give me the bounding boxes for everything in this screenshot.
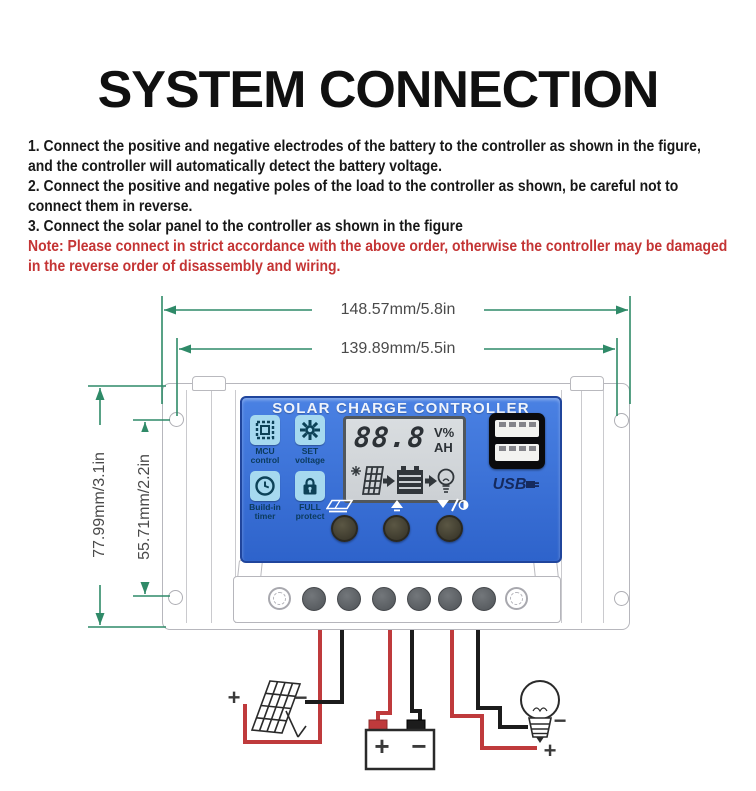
- badge-full-protect: FULL protect: [287, 471, 333, 522]
- case-tab: [570, 376, 604, 391]
- mcu-chip-icon: [250, 415, 280, 445]
- badge-label-line: FULL: [299, 502, 321, 512]
- usb-plug-icon: [526, 481, 540, 488]
- usb-logo-label: USB: [492, 476, 527, 493]
- battery-negative-terminal: [407, 587, 431, 611]
- solar-button[interactable]: [331, 515, 358, 542]
- battery-icon: [364, 719, 436, 771]
- badge-label-line: MCU: [255, 446, 275, 456]
- load-button[interactable]: [436, 515, 463, 542]
- badge-set-voltage: SET voltage: [287, 415, 333, 466]
- solar-negative-wire: [305, 620, 344, 704]
- solar-panel-lcd-icon: [361, 466, 385, 495]
- battery-lcd-icon: [397, 466, 423, 494]
- mounting-hole: [614, 413, 629, 428]
- mounting-hole: [614, 591, 629, 606]
- badge-label-line: control: [250, 455, 280, 466]
- strip-screw: [268, 587, 291, 610]
- solar-button-icon: [326, 499, 354, 513]
- controller-body: SOLAR CHARGE CONTROLLER MCU control: [162, 376, 630, 630]
- note-line: in the reverse order of disassembly and …: [28, 258, 341, 275]
- red-wires: [243, 620, 537, 750]
- battery-positive-terminal: [368, 719, 388, 731]
- load-button-icon: [437, 498, 469, 512]
- case-ridge: [186, 390, 187, 623]
- lcd-flow-icons: [351, 466, 455, 495]
- lcd-unit-volts-percent: V%: [434, 425, 455, 440]
- instruction-line: 2. Connect the positive and negative pol…: [28, 178, 679, 195]
- case-ridge: [581, 390, 582, 623]
- page-title: SYSTEM CONNECTION: [97, 61, 660, 119]
- panel-title: SOLAR CHARGE CONTROLLER: [272, 400, 530, 417]
- bulb-icon: [520, 680, 560, 743]
- padlock-icon: [295, 471, 325, 501]
- mounting-hole: [168, 590, 183, 605]
- load-negative-terminal: [472, 587, 496, 611]
- outer-height-dimension: 77.99mm/3.1in: [90, 425, 110, 585]
- outer-width-dimension: 148.57mm/5.8in: [312, 300, 484, 320]
- case-ridge: [603, 390, 604, 623]
- load-negative-wire: [476, 620, 528, 729]
- load-positive-terminal: [438, 587, 462, 611]
- badge-label-line: timer: [254, 511, 276, 522]
- up-button[interactable]: [383, 515, 410, 542]
- inner-height-dimension: 55.71mm/2.2in: [135, 432, 155, 582]
- instructions: 1. Connect the positive and negative ele…: [28, 137, 701, 237]
- strip-screw: [505, 587, 528, 610]
- badge-label-line: protect: [295, 511, 325, 522]
- badge-label-line: SET: [301, 446, 319, 456]
- solar-positive-wire: [243, 620, 322, 744]
- front-panel: SOLAR CHARGE CONTROLLER MCU control: [240, 396, 562, 563]
- gear-icon: [295, 415, 325, 445]
- usb-port: [495, 444, 539, 461]
- instruction-line: and the controller will automatically de…: [28, 158, 442, 175]
- battery-plus-label: +: [374, 731, 390, 761]
- lcd-display: 88.8 V% AH: [343, 416, 466, 503]
- terminal-strip: [233, 576, 561, 623]
- dual-usb-ports: [489, 413, 545, 469]
- mounting-hole: [169, 412, 184, 427]
- case-tab: [192, 376, 226, 391]
- battery-positive-wire: [376, 620, 392, 722]
- badge-label-line: Build-in: [249, 502, 281, 512]
- up-button-icon: [391, 500, 403, 512]
- battery-minus-label: −: [411, 731, 427, 761]
- usb-port: [495, 420, 539, 437]
- badge-built-in-timer: Build-in timer: [242, 471, 288, 522]
- solar-plus-label: +: [227, 685, 241, 710]
- bulb-minus-label: −: [553, 708, 567, 733]
- black-wires: [305, 620, 528, 729]
- solar-positive-terminal: [302, 587, 326, 611]
- sun-rays-icon: [351, 466, 361, 476]
- bulb-plus-label: +: [543, 738, 557, 763]
- load-positive-wire: [450, 620, 537, 750]
- warning-note: Note: Please connect in strict accordanc…: [28, 237, 727, 277]
- badge-label-line: voltage: [295, 455, 325, 466]
- instruction-line: connect them in reverse.: [28, 198, 193, 215]
- instruction-line: 1. Connect the positive and negative ele…: [28, 138, 701, 155]
- note-line: Note: Please connect in strict accordanc…: [28, 238, 728, 255]
- case-ridge: [235, 390, 236, 623]
- lcd-unit-amp-hours: AH: [434, 440, 453, 455]
- battery-negative-terminal: [406, 719, 426, 731]
- solar-negative-terminal: [337, 587, 361, 611]
- instruction-line: 3. Connect the solar panel to the contro…: [28, 218, 463, 235]
- lcd-value: 88.8: [352, 421, 427, 454]
- solar-minus-label: −: [294, 685, 308, 710]
- badge-mcu-control: MCU control: [242, 415, 288, 466]
- arrow-right-icon: [383, 475, 395, 487]
- battery-positive-terminal: [372, 587, 396, 611]
- case-ridge: [211, 390, 212, 623]
- bulb-lcd-icon: [437, 468, 455, 493]
- clock-icon: [250, 471, 280, 501]
- arrow-right-icon: [425, 475, 437, 487]
- battery-negative-wire: [410, 620, 422, 722]
- inner-width-dimension: 139.89mm/5.5in: [312, 339, 484, 359]
- solar-panel-icon: [250, 680, 307, 738]
